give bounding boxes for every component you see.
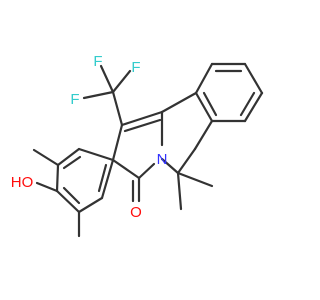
nitrogen-label: N <box>157 151 168 168</box>
fluorine-label-right: F <box>131 59 140 76</box>
cf3-group <box>82 64 132 127</box>
carbonyl-bond <box>131 176 141 203</box>
pyrrolone-ring <box>111 110 164 180</box>
pyridine-ring <box>160 91 214 175</box>
fluorine-label-left: F <box>70 91 79 108</box>
phenol-ring <box>55 147 115 214</box>
phenol-substituents <box>32 148 81 238</box>
molecule-diagram: F F F N O HO <box>11 53 264 238</box>
gem-dimethyl <box>176 171 214 211</box>
fluorine-label-top: F <box>93 53 102 70</box>
structure-svg: F F F N O HO <box>11 53 264 238</box>
benzo-ring <box>194 62 264 123</box>
hydroxyl-label: HO <box>11 174 34 191</box>
oxygen-label: O <box>130 204 142 221</box>
